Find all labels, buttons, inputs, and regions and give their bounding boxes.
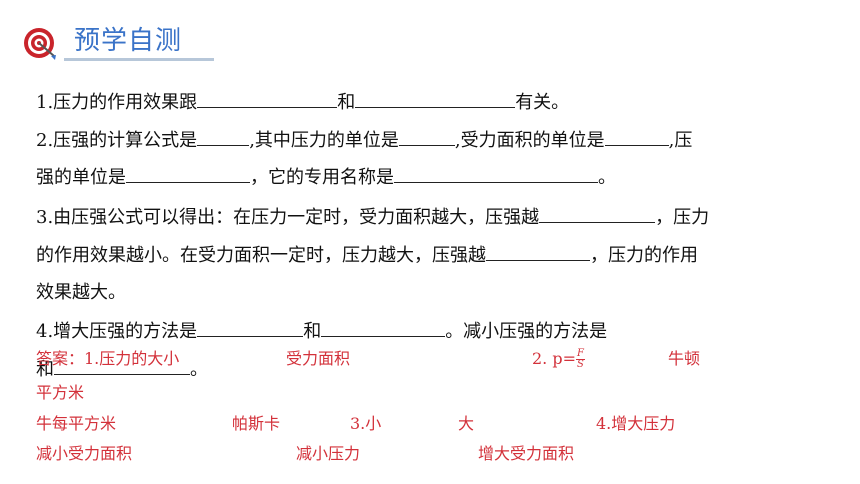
blank	[197, 318, 304, 337]
section-header: 预学自测	[22, 22, 242, 62]
q3-text: 效果越大。	[36, 282, 126, 303]
q2-text: 。	[598, 167, 616, 188]
q3-text: ，压力的作用	[590, 245, 698, 266]
blank	[355, 89, 516, 108]
q2-text: 强的单位是	[36, 167, 126, 188]
blank	[126, 164, 250, 183]
fraction-denominator: S	[577, 359, 584, 370]
question-2-line-2: 强的单位是 ，它的专用名称是 。	[36, 164, 616, 190]
question-4-line-1: 4.增大压强的方法是 和 。减小压强的方法是	[36, 318, 607, 344]
q3-text: 的作用效果越小。在受力面积一定时，压力越大，压强越	[36, 245, 486, 266]
page-title: 预学自测	[74, 26, 183, 56]
q2-text: ,其中压力的单位是	[249, 130, 399, 151]
blank	[486, 242, 590, 261]
answer-text: 帕斯卡	[232, 414, 281, 433]
q4-text: 。	[190, 359, 208, 380]
q2-text: ,受力面积的单位是	[454, 130, 605, 151]
q1-text: 有关。	[515, 92, 570, 113]
target-arrow-icon	[24, 28, 56, 60]
answer-text: 牛每平方米	[36, 414, 117, 433]
q2-text: 2.压强的计算公式是	[36, 130, 198, 151]
fraction-numerator: F	[576, 348, 585, 360]
q1-text: 和	[337, 92, 356, 113]
question-1: 1.压力的作用效果跟 和 有关。	[36, 89, 569, 115]
q4-text: 和	[36, 359, 54, 380]
answer-text: 增大受力面积	[478, 444, 575, 463]
answer-text: 大	[458, 414, 475, 433]
question-3-line-1: 3.由压强公式可以得出：在压力一定时，受力面积越大，压强越 ，压力	[36, 204, 709, 230]
answer-text: 平方米	[36, 383, 85, 402]
blank	[54, 356, 190, 375]
answer-text: 减小压力	[296, 444, 361, 463]
question-2-line-1: 2.压强的计算公式是 ,其中压力的单位是 ,受力面积的单位是 ,压	[36, 127, 692, 153]
answer-text: 2. p=	[532, 349, 576, 368]
question-4-line-2: 和。	[36, 356, 208, 382]
q2-text: ,压	[668, 130, 693, 151]
question-3-line-2: 的作用效果越小。在受力面积一定时，压力越大，压强越 ，压力的作用	[36, 242, 698, 268]
answer-text: 3.小	[350, 414, 382, 433]
blank	[197, 89, 338, 108]
answer-text: 减小受力面积	[36, 444, 133, 463]
q1-text: 1.压力的作用效果跟	[36, 92, 198, 113]
blank	[394, 164, 598, 183]
blank	[398, 127, 455, 146]
blank	[197, 127, 250, 146]
answer-text: 4.增大压力	[596, 414, 676, 433]
blank	[604, 127, 669, 146]
q2-text: ，它的专用名称是	[250, 167, 394, 188]
answer-text: 受力面积	[286, 349, 351, 368]
answer-text: 牛顿	[668, 349, 701, 368]
header-underline	[64, 58, 214, 61]
blank	[321, 318, 446, 337]
q3-text: ，压力	[655, 207, 710, 228]
q4-text: 和	[303, 321, 322, 342]
q4-text: 4.增大压强的方法是	[36, 321, 198, 342]
blank	[539, 204, 656, 223]
q4-text: 。减小压强的方法是	[445, 321, 608, 342]
q3-text: 3.由压强公式可以得出：在压力一定时，受力面积越大，压强越	[36, 207, 540, 228]
question-3-line-3: 效果越大。	[36, 281, 126, 305]
answer-label: 答案：1.压力的大小	[36, 349, 180, 368]
